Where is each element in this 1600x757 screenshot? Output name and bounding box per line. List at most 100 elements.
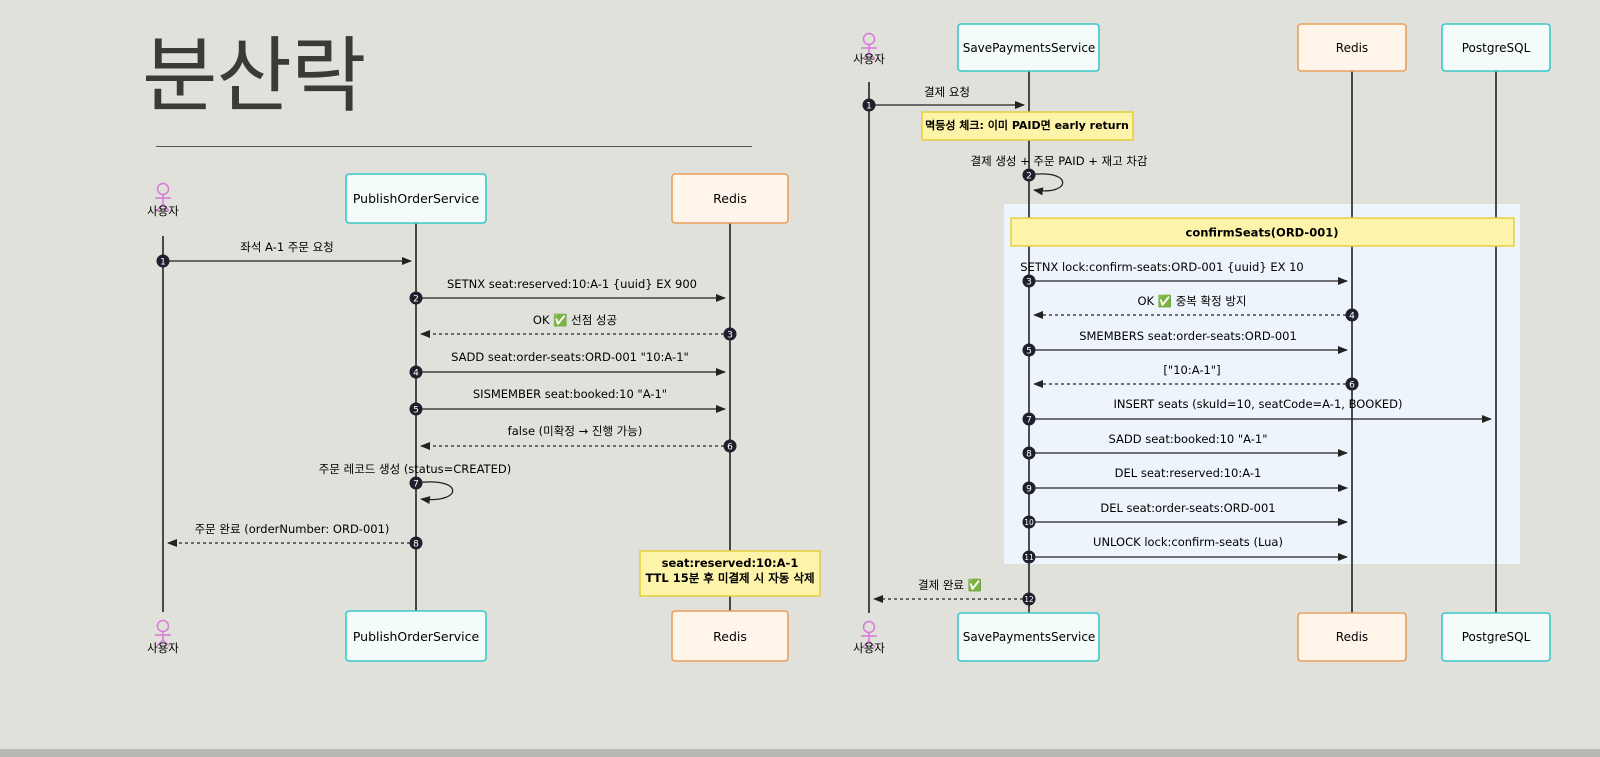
message-7: 주문 레코드 생성 (status=CREATED) 7 [319, 462, 511, 505]
title-divider [156, 146, 752, 147]
message-label: 결제 생성 + 주문 PAID + 재고 차감 [971, 154, 1148, 168]
participant-postgres-top: PostgreSQL [1441, 23, 1551, 72]
r-message-5: SMEMBERS seat:order-seats:ORD-001 5 [1022, 329, 1348, 357]
r-message-6: ["10:A-1"] 6 [1033, 363, 1359, 391]
step-badge [1022, 168, 1036, 182]
step-badge [1022, 412, 1036, 426]
participant-label: SavePaymentsService [963, 41, 1096, 55]
message-label: 주문 레코드 생성 (status=CREATED) [319, 462, 511, 476]
message-label: OK ✅ 선점 성공 [533, 313, 617, 327]
message-label: SETNX seat:reserved:10:A-1 {uuid} EX 900 [447, 277, 697, 291]
message-label: UNLOCK lock:confirm-seats (Lua) [1093, 535, 1283, 549]
ttl-note: seat:reserved:10:A-1 TTL 15분 후 미결제 시 자동 … [639, 550, 821, 597]
step-number: 9 [1026, 485, 1032, 495]
participant-payments-service-top: SavePaymentsService [957, 23, 1100, 72]
message-label: OK ✅ 중복 확정 방지 [1137, 294, 1246, 308]
message-label: SMEMBERS seat:order-seats:ORD-001 [1079, 329, 1297, 343]
message-label: 좌석 A-1 주문 요청 [240, 240, 334, 254]
step-badge [1022, 515, 1036, 529]
actor-label: 사용자 [147, 641, 179, 655]
group-title-box: confirmSeats(ORD-001) [1010, 217, 1515, 247]
note-text: 멱등성 체크: 이미 PAID면 early return [925, 118, 1129, 132]
actor-label: 사용자 [853, 641, 885, 655]
r-message-3: SETNX lock:confirm-seats:ORD-001 {uuid} … [1020, 260, 1348, 288]
step-number: 6 [1349, 381, 1355, 391]
participant-publish-service-bottom: PublishOrderService [345, 610, 487, 662]
step-number: 7 [1026, 416, 1032, 426]
r-message-1: 결제 요청 1 [862, 85, 1025, 112]
r-message-2: 결제 생성 + 주문 PAID + 재고 차감 2 [971, 154, 1148, 196]
r-message-4: OK ✅ 중복 확정 방지 4 [1033, 294, 1359, 322]
step-badge [862, 98, 876, 112]
participant-label: Redis [1336, 630, 1368, 644]
actor-body-icon [861, 45, 877, 60]
step-number: 1 [866, 102, 872, 112]
message-1: 좌석 A-1 주문 요청 1 [156, 240, 412, 268]
participant-label: PostgreSQL [1462, 41, 1531, 55]
message-label: SISMEMBER seat:booked:10 "A-1" [473, 387, 667, 401]
participant-redis-top-right: Redis [1297, 23, 1407, 72]
step-badge [1022, 274, 1036, 288]
step-badge [723, 327, 737, 341]
step-number: 6 [727, 443, 733, 453]
step-number: 4 [1349, 312, 1355, 322]
participant-postgres-bottom: PostgreSQL [1441, 612, 1551, 662]
step-badge [1345, 377, 1359, 391]
message-3: OK ✅ 선점 성공 3 [420, 313, 737, 341]
participant-label: PublishOrderService [353, 629, 480, 644]
step-number: 2 [413, 295, 419, 305]
actor-label: 사용자 [147, 204, 179, 218]
step-number: 7 [413, 480, 419, 490]
participant-publish-service-top: PublishOrderService [345, 173, 487, 224]
actor-body-icon [155, 632, 171, 647]
message-label: 결제 완료 ✅ [918, 578, 982, 592]
right-sequence-diagram: confirmSeats(ORD-001) 사용자 사용자 SavePaymen… [853, 23, 1551, 662]
r-message-7: INSERT seats (skuId=10, seatCode=A-1, BO… [1022, 397, 1492, 426]
step-number: 10 [1024, 518, 1034, 527]
message-label: DEL seat:reserved:10:A-1 [1115, 466, 1262, 480]
step-number: 3 [727, 331, 733, 341]
participant-redis-bottom-right: Redis [1297, 612, 1407, 662]
step-number: 11 [1024, 553, 1034, 562]
group-title: confirmSeats(ORD-001) [1186, 226, 1339, 240]
step-number: 5 [1026, 347, 1032, 357]
note-line-2: TTL 15분 후 미결제 시 자동 삭제 [645, 571, 814, 585]
actor-head-icon [156, 182, 170, 196]
r-message-8: SADD seat:booked:10 "A-1" 8 [1022, 432, 1348, 460]
participant-label: Redis [1336, 41, 1368, 55]
message-label: SETNX lock:confirm-seats:ORD-001 {uuid} … [1020, 260, 1304, 274]
step-number: 8 [413, 540, 419, 550]
actor-user-top-left: 사용자 [147, 182, 179, 218]
message-4: SADD seat:order-seats:ORD-001 "10:A-1" 4 [409, 350, 726, 379]
r-message-9: DEL seat:reserved:10:A-1 9 [1022, 466, 1348, 495]
message-5: SISMEMBER seat:booked:10 "A-1" 5 [409, 387, 726, 416]
step-badge [1022, 592, 1036, 606]
participant-label: Redis [713, 191, 747, 206]
message-8: 주문 완료 (orderNumber: ORD-001) 8 [167, 522, 423, 550]
left-sequence-diagram: 사용자 사용자 PublishOrderService Redis Publis… [147, 173, 821, 662]
message-label: INSERT seats (skuId=10, seatCode=A-1, BO… [1113, 397, 1402, 411]
message-label: false (미확정 → 진행 가능) [508, 424, 643, 438]
message-label: 결제 요청 [924, 85, 970, 99]
message-label: DEL seat:order-seats:ORD-001 [1100, 501, 1275, 515]
message-label: SADD seat:booked:10 "A-1" [1108, 432, 1267, 446]
r-message-11: UNLOCK lock:confirm-seats (Lua) 11 [1022, 535, 1348, 564]
actor-head-icon [156, 619, 170, 633]
page-title: 분산락 [142, 29, 366, 124]
bottom-bar [0, 749, 1600, 757]
actor-user-bottom-left: 사용자 [147, 619, 179, 655]
step-number: 8 [1026, 450, 1032, 460]
participant-label: PostgreSQL [1462, 630, 1531, 644]
actor-label: 사용자 [853, 52, 885, 66]
actor-body-icon [861, 633, 877, 648]
step-badge [1022, 550, 1036, 564]
participant-label: Redis [713, 629, 747, 644]
step-badge [1022, 343, 1036, 357]
step-number: 5 [413, 406, 419, 416]
actor-user-bottom-right: 사용자 [853, 620, 885, 655]
step-badge [409, 291, 423, 305]
step-badge [409, 402, 423, 416]
message-6: false (미확정 → 진행 가능) 6 [420, 424, 737, 453]
idempotency-note: 멱등성 체크: 이미 PAID면 early return [921, 111, 1134, 141]
